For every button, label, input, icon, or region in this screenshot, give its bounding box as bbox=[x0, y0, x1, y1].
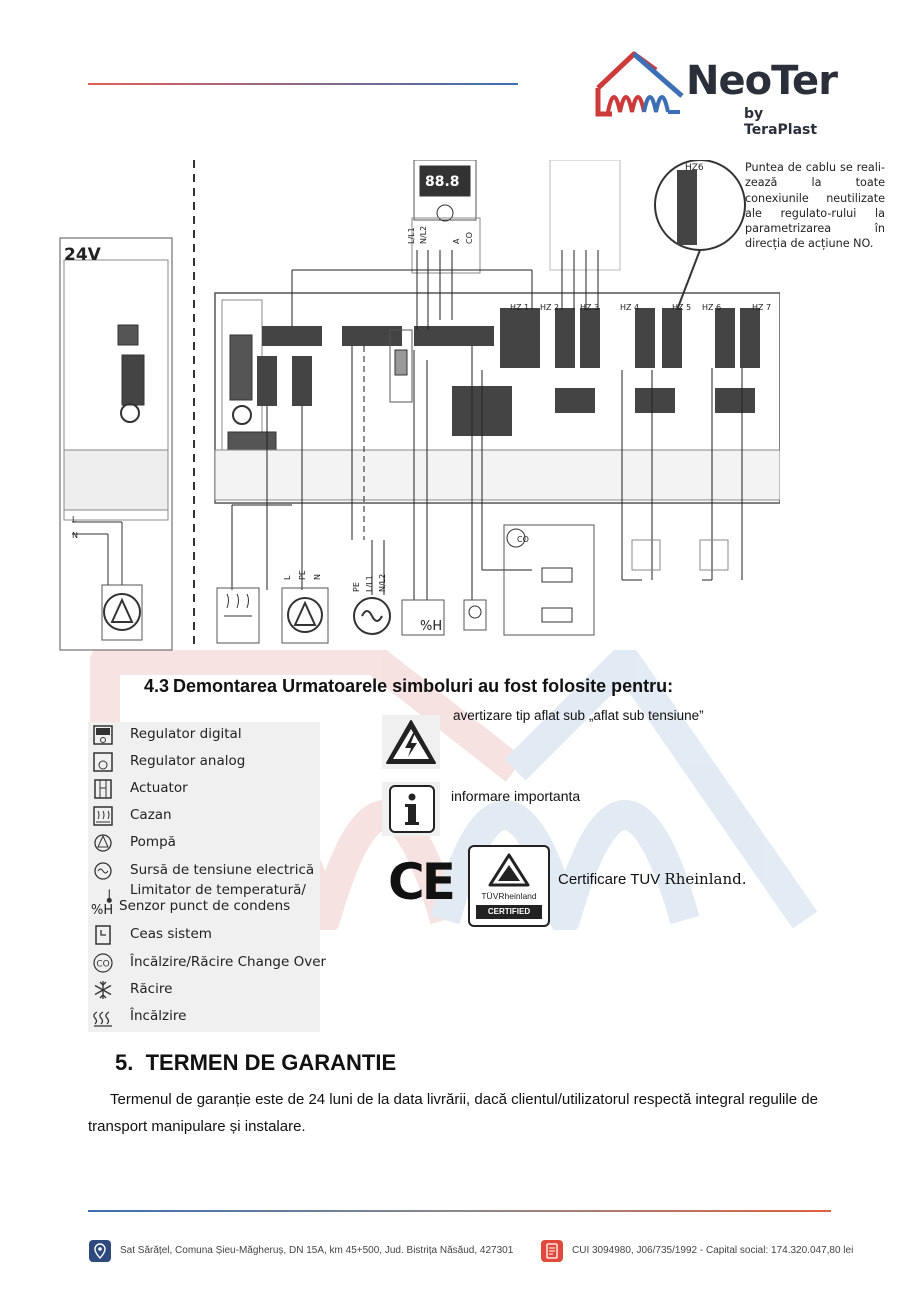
legend-label: Cazan bbox=[130, 807, 172, 823]
legend-item: Pompă bbox=[88, 830, 320, 856]
pump-icon bbox=[94, 834, 112, 852]
tuv-name: TÜVRheinland bbox=[481, 891, 537, 901]
symbol-legend: Regulator digital Regulator analog Actua… bbox=[88, 722, 326, 1032]
legend-label-second-line: Senzor punct de condens bbox=[119, 898, 291, 914]
legend-label: Sursă de tensiune electrică bbox=[130, 862, 315, 878]
legend-item: Regulator analog bbox=[88, 749, 320, 775]
legend-label: Pompă bbox=[130, 834, 176, 850]
tuv-certified-badge: TÜVRheinland CERTIFIED bbox=[468, 845, 550, 927]
info-icon bbox=[382, 782, 440, 836]
boiler-icon bbox=[93, 806, 113, 826]
warranty-paragraph: Termenul de garanție este de 24 luni de … bbox=[88, 1091, 818, 1135]
bottom-label-n: N bbox=[313, 574, 322, 580]
zone-label-1: HZ 1 bbox=[510, 303, 529, 312]
info-text: informare importanta bbox=[451, 788, 581, 804]
actuator-icon bbox=[94, 779, 112, 799]
diagram-callout: Puntea de cablu se reali-zează la toate … bbox=[745, 161, 885, 251]
warning-text: avertizare tip aflat sub „aflat sub tens… bbox=[453, 708, 704, 723]
analog-regulator-icon bbox=[93, 752, 113, 772]
zone-label-4: HZ 4 bbox=[620, 303, 639, 312]
legend-label: Încălzire/Răcire Change Over bbox=[130, 954, 327, 970]
top-zone-label: HZ6 bbox=[685, 163, 704, 173]
logo-tagline: by TeraPlast bbox=[744, 106, 818, 138]
wiring-diagram: 24V 88.8 CO %H HZ6 HZ 1 HZ 2 HZ 3 HZ 4 H… bbox=[52, 159, 781, 655]
section-number: 5. bbox=[115, 1050, 134, 1075]
location-icon bbox=[89, 1240, 111, 1262]
terminal-label-l: L/L1 bbox=[407, 227, 416, 244]
bottom-label-l2: N/L2 bbox=[378, 574, 387, 592]
legend-item: %H Limitator de temperatură/ Senzor punc… bbox=[88, 882, 320, 924]
neoter-logo: NeoTer by TeraPlast bbox=[594, 48, 839, 138]
voltage-label: 24V bbox=[64, 245, 102, 265]
electrical-warning-icon bbox=[382, 715, 440, 769]
zone-label-2: HZ 2 bbox=[540, 303, 559, 312]
ce-mark: CE bbox=[388, 853, 456, 911]
logo-house-icon bbox=[595, 51, 684, 117]
section-5-heading: 5. TERMEN DE GARANTIE bbox=[115, 1050, 396, 1076]
header-rule bbox=[88, 83, 518, 85]
change-over-icon: CO bbox=[93, 953, 113, 973]
zone-label-3: HZ 3 bbox=[580, 303, 599, 312]
bottom-label-pe: PE bbox=[298, 570, 307, 580]
tuv-triangle-icon bbox=[488, 853, 530, 887]
legend-item: Cazan bbox=[88, 803, 320, 829]
legend-label: Răcire bbox=[130, 981, 173, 997]
section-number: 4.3 bbox=[144, 676, 170, 696]
legend-item: Sursă de tensiune electrică bbox=[88, 858, 320, 884]
section-title: Demontarea Urmatoarele simboluri au fost… bbox=[173, 676, 674, 696]
side-label-n: N bbox=[72, 531, 78, 540]
footer-address: Sat Sărățel, Comuna Șieu-Măgheruș, DN 15… bbox=[120, 1245, 514, 1256]
bottom-label-l: L bbox=[283, 575, 292, 580]
section-title: TERMEN DE GARANTIE bbox=[145, 1050, 397, 1075]
legend-item: Ceas sistem bbox=[88, 922, 320, 948]
power-source-icon bbox=[94, 862, 112, 880]
legend-item: CO Încălzire/Răcire Change Over bbox=[88, 950, 326, 976]
document-icon bbox=[541, 1240, 563, 1262]
regulator-display: 88.8 bbox=[425, 174, 460, 190]
legend-label: Încălzire bbox=[130, 1008, 187, 1024]
legend-label: Regulator digital bbox=[130, 726, 242, 742]
system-clock-icon bbox=[95, 925, 111, 945]
footer-company: CUI 3094980, J06/735/1992 - Capital soci… bbox=[572, 1245, 854, 1256]
legend-item: Actuator bbox=[88, 776, 320, 802]
legend-item: Regulator digital bbox=[88, 722, 320, 748]
footer-rule bbox=[88, 1210, 831, 1212]
legend-label: Regulator analog bbox=[130, 753, 246, 769]
co-label: CO bbox=[517, 535, 529, 544]
bottom-label-l1: L/L1 bbox=[365, 575, 374, 592]
legend-label: Limitator de temperatură/ bbox=[130, 882, 306, 898]
zone-label-5: HZ 5 bbox=[672, 303, 691, 312]
wiring-diagram-drawing: 24V 88.8 CO %H HZ6 HZ 1 HZ 2 HZ 3 HZ 4 H… bbox=[59, 159, 781, 651]
cooling-icon bbox=[94, 981, 112, 999]
logo-wordmark: NeoTer bbox=[686, 58, 838, 104]
legend-label: Actuator bbox=[130, 780, 188, 796]
change-over-badge: CO bbox=[96, 960, 109, 970]
tuv-certified-label: CERTIFIED bbox=[476, 905, 542, 919]
bottom-label-pe2: PE bbox=[352, 582, 361, 592]
terminal-label-n: N/L2 bbox=[419, 226, 428, 244]
temperature-limiter-icon bbox=[106, 889, 112, 903]
certification-text: Certificare TUV Rheinland. bbox=[558, 870, 747, 888]
humidity-label: %H bbox=[420, 619, 442, 634]
terminal-label-co: CO bbox=[465, 232, 474, 244]
zone-label-7: HZ 7 bbox=[752, 303, 771, 312]
digital-regulator-icon bbox=[93, 725, 113, 745]
legend-label: Ceas sistem bbox=[130, 926, 212, 942]
humidity-prefix: %H bbox=[91, 903, 114, 918]
terminal-label-a: A bbox=[452, 238, 461, 244]
side-label-l: L bbox=[72, 515, 77, 524]
legend-item: Încălzire bbox=[88, 1004, 320, 1030]
zone-label-6: HZ 6 bbox=[702, 303, 721, 312]
legend-item: Răcire bbox=[88, 977, 320, 1003]
heating-icon bbox=[93, 1011, 112, 1027]
